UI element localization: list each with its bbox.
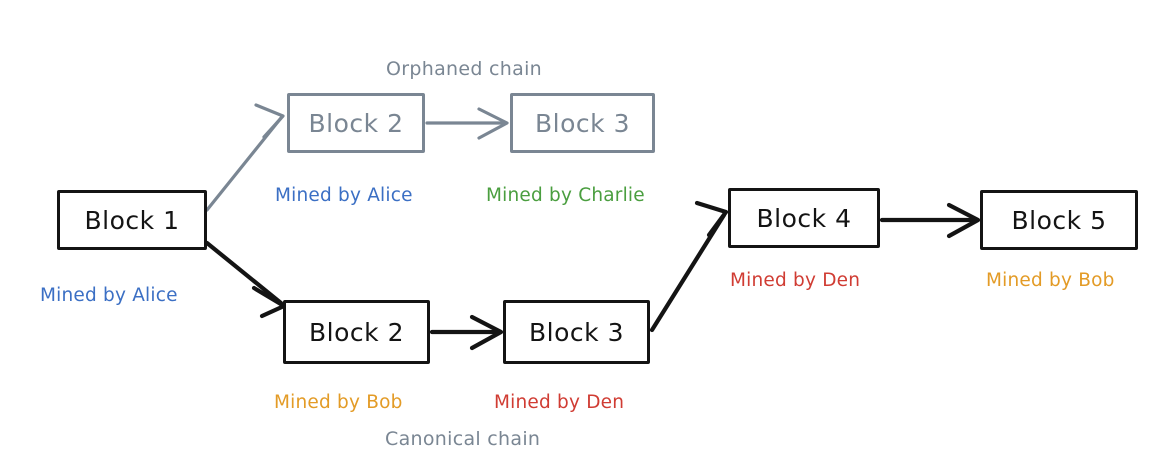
- block-1[interactable]: Block 1: [57, 190, 207, 250]
- canonical-block-5-miner-label: Mined by Bob: [986, 270, 1115, 291]
- arrow-block1-to-canonical-block2: [204, 240, 287, 319]
- orphan-block-3[interactable]: Block 3: [510, 93, 655, 153]
- arrow-orphan-block2-to-orphan-block3: [425, 107, 509, 140]
- canonical-block-4-miner-label: Mined by Den: [730, 270, 861, 291]
- orphaned-chain-caption: Orphaned chain: [386, 58, 542, 80]
- canonical-block-2-miner-label: Mined by Bob: [274, 392, 403, 413]
- arrow-canonical-block2-to-block3: [429, 314, 504, 351]
- arrow-canonical-block3-to-block4: [649, 200, 729, 333]
- canonical-block-4[interactable]: Block 4: [728, 188, 880, 248]
- block-1-miner-label: Mined by Alice: [40, 285, 178, 306]
- orphan-block-2-miner-label: Mined by Alice: [275, 185, 413, 206]
- canonical-block-2-label: Block 2: [309, 317, 404, 347]
- orphan-block-2-label: Block 2: [308, 108, 404, 138]
- canonical-chain-caption: Canonical chain: [385, 428, 541, 450]
- canonical-block-3[interactable]: Block 3: [503, 300, 650, 364]
- canonical-block-4-label: Block 4: [756, 203, 852, 233]
- orphan-block-3-miner-label: Mined by Charlie: [486, 185, 645, 206]
- canonical-block-2[interactable]: Block 2: [283, 300, 430, 364]
- canonical-block-5-label: Block 5: [1011, 205, 1107, 235]
- arrow-block1-to-orphan-block2: [205, 103, 285, 212]
- canonical-block-5[interactable]: Block 5: [980, 190, 1138, 250]
- orphan-block-3-label: Block 3: [535, 108, 630, 138]
- canonical-block-3-miner-label: Mined by Den: [494, 392, 625, 413]
- orphan-block-2[interactable]: Block 2: [287, 93, 425, 153]
- arrow-canonical-block4-to-block5: [879, 202, 981, 239]
- canonical-block-3-label: Block 3: [529, 317, 624, 347]
- block-1-label: Block 1: [84, 205, 180, 235]
